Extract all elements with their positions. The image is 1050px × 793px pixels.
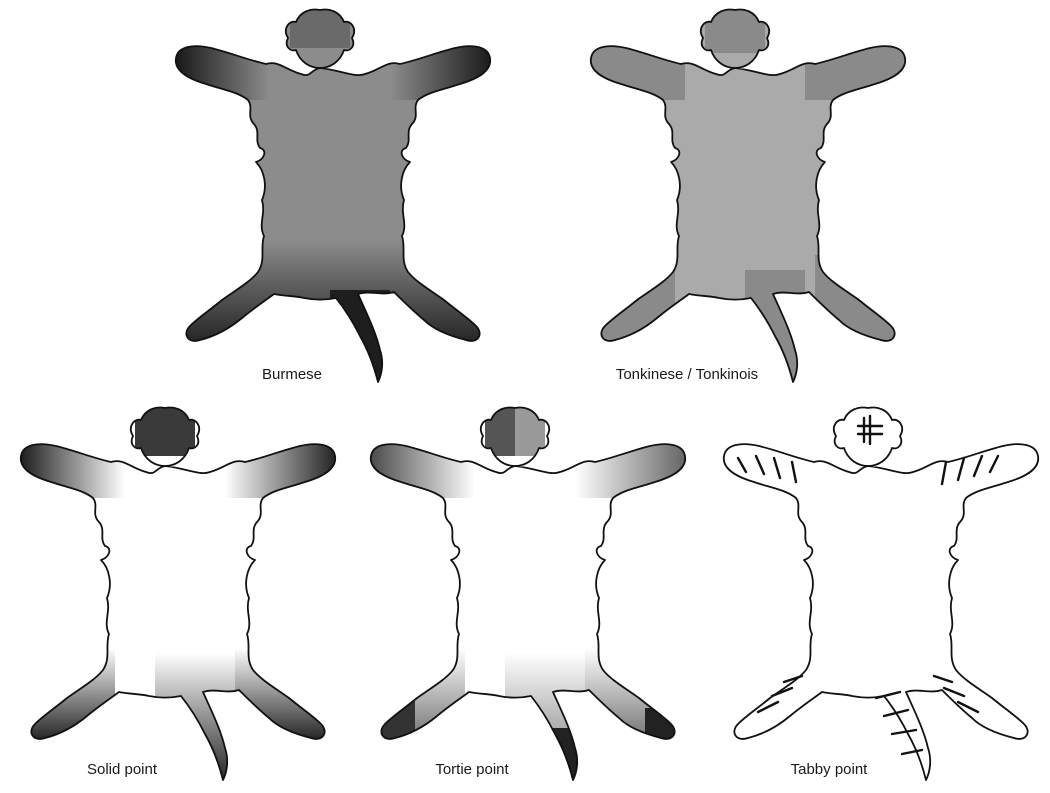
panel-tortie-point <box>365 406 695 793</box>
label-solid-point: Solid point <box>87 761 158 778</box>
panel-solid-point <box>15 406 345 793</box>
panel-burmese <box>170 8 500 390</box>
label-tabby-point: Tabby point <box>791 761 869 778</box>
panel-tabby-point <box>724 408 1038 781</box>
label-tortie-point: Tortie point <box>435 761 509 778</box>
label-burmese: Burmese <box>262 366 322 383</box>
label-tonkinese: Tonkinese / Tonkinois <box>616 366 758 383</box>
panel-tonkinese <box>585 8 915 390</box>
